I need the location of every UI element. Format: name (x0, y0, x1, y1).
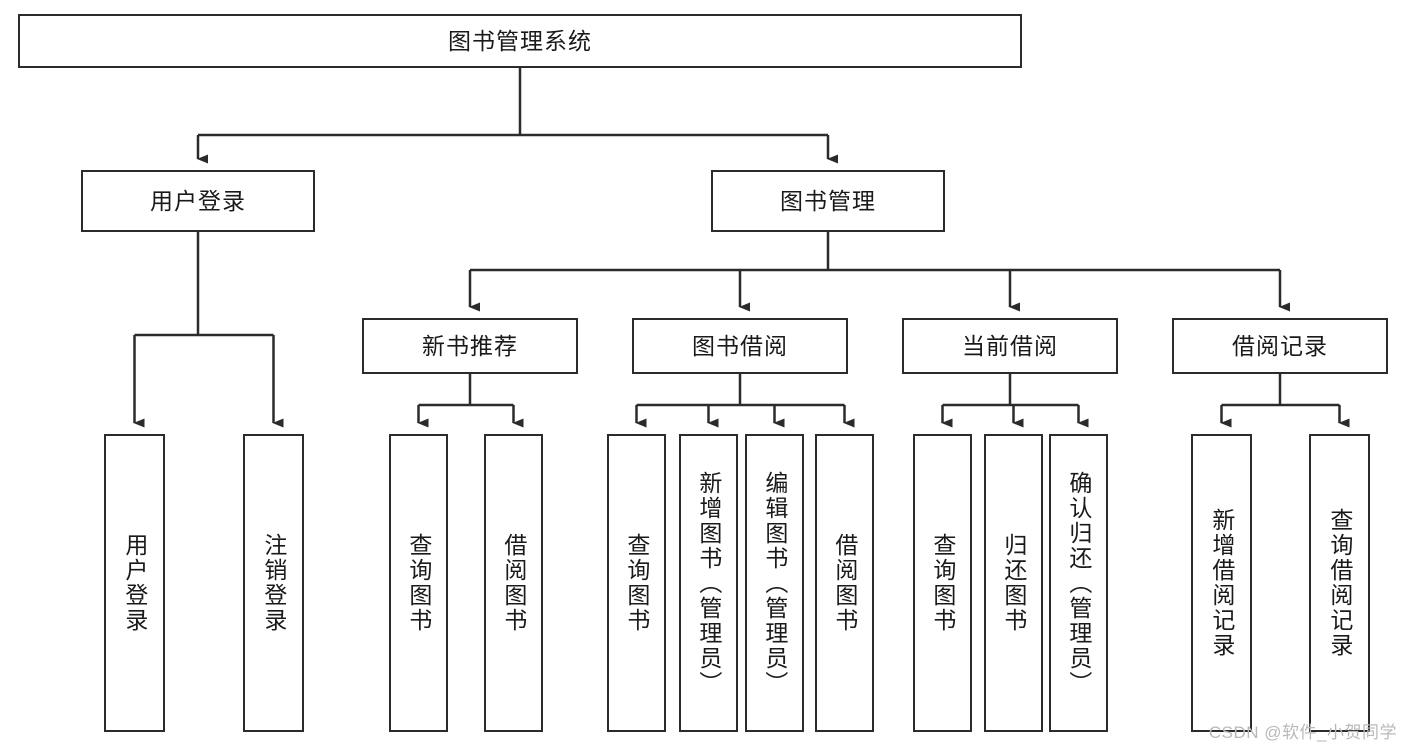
node-label: 编辑图书（管理员） (761, 470, 788, 696)
node-l-addrec[interactable]: 新增借阅记录 (1191, 434, 1252, 732)
node-newbook[interactable]: 新书推荐 (362, 318, 578, 374)
node-current[interactable]: 当前借阅 (902, 318, 1118, 374)
node-label: 查询图书 (623, 533, 650, 633)
node-label: 用户登录 (121, 533, 148, 633)
node-label: 当前借阅 (962, 332, 1058, 359)
node-l-q2[interactable]: 查询图书 (607, 434, 666, 732)
node-borrow[interactable]: 图书借阅 (632, 318, 848, 374)
node-l-edit[interactable]: 编辑图书（管理员） (745, 434, 804, 732)
node-label: 新增图书（管理员） (695, 470, 722, 696)
node-label: 借阅记录 (1232, 332, 1328, 359)
watermark-label: CSDN @软件_小贺同学 (1208, 723, 1397, 742)
node-label: 查询借阅记录 (1326, 508, 1353, 658)
node-l-logout[interactable]: 注销登录 (243, 434, 304, 732)
node-label: 确认归还（管理员） (1065, 470, 1092, 696)
node-label: 查询图书 (405, 533, 432, 633)
node-label: 注销登录 (260, 533, 287, 633)
node-records[interactable]: 借阅记录 (1172, 318, 1388, 374)
node-label: 新增借阅记录 (1208, 508, 1235, 658)
node-label: 借阅图书 (500, 533, 527, 633)
node-label: 图书管理系统 (448, 27, 592, 54)
node-bookmgmt[interactable]: 图书管理 (711, 170, 945, 232)
node-login[interactable]: 用户登录 (81, 170, 315, 232)
node-label: 图书借阅 (692, 332, 788, 359)
node-l-qrec[interactable]: 查询借阅记录 (1309, 434, 1370, 732)
node-l-b1[interactable]: 借阅图书 (484, 434, 543, 732)
node-l-confirm[interactable]: 确认归还（管理员） (1049, 434, 1108, 732)
node-root[interactable]: 图书管理系统 (18, 14, 1022, 68)
node-l-login[interactable]: 用户登录 (104, 434, 165, 732)
node-label: 借阅图书 (831, 533, 858, 633)
node-l-return[interactable]: 归还图书 (984, 434, 1043, 732)
node-label: 查询图书 (929, 533, 956, 633)
node-l-q1[interactable]: 查询图书 (389, 434, 448, 732)
node-label: 新书推荐 (422, 332, 518, 359)
node-l-q3[interactable]: 查询图书 (913, 434, 972, 732)
node-l-b2[interactable]: 借阅图书 (815, 434, 874, 732)
node-label: 图书管理 (780, 187, 876, 214)
node-l-add[interactable]: 新增图书（管理员） (679, 434, 738, 732)
node-label: 归还图书 (1000, 533, 1027, 633)
node-label: 用户登录 (150, 187, 246, 214)
